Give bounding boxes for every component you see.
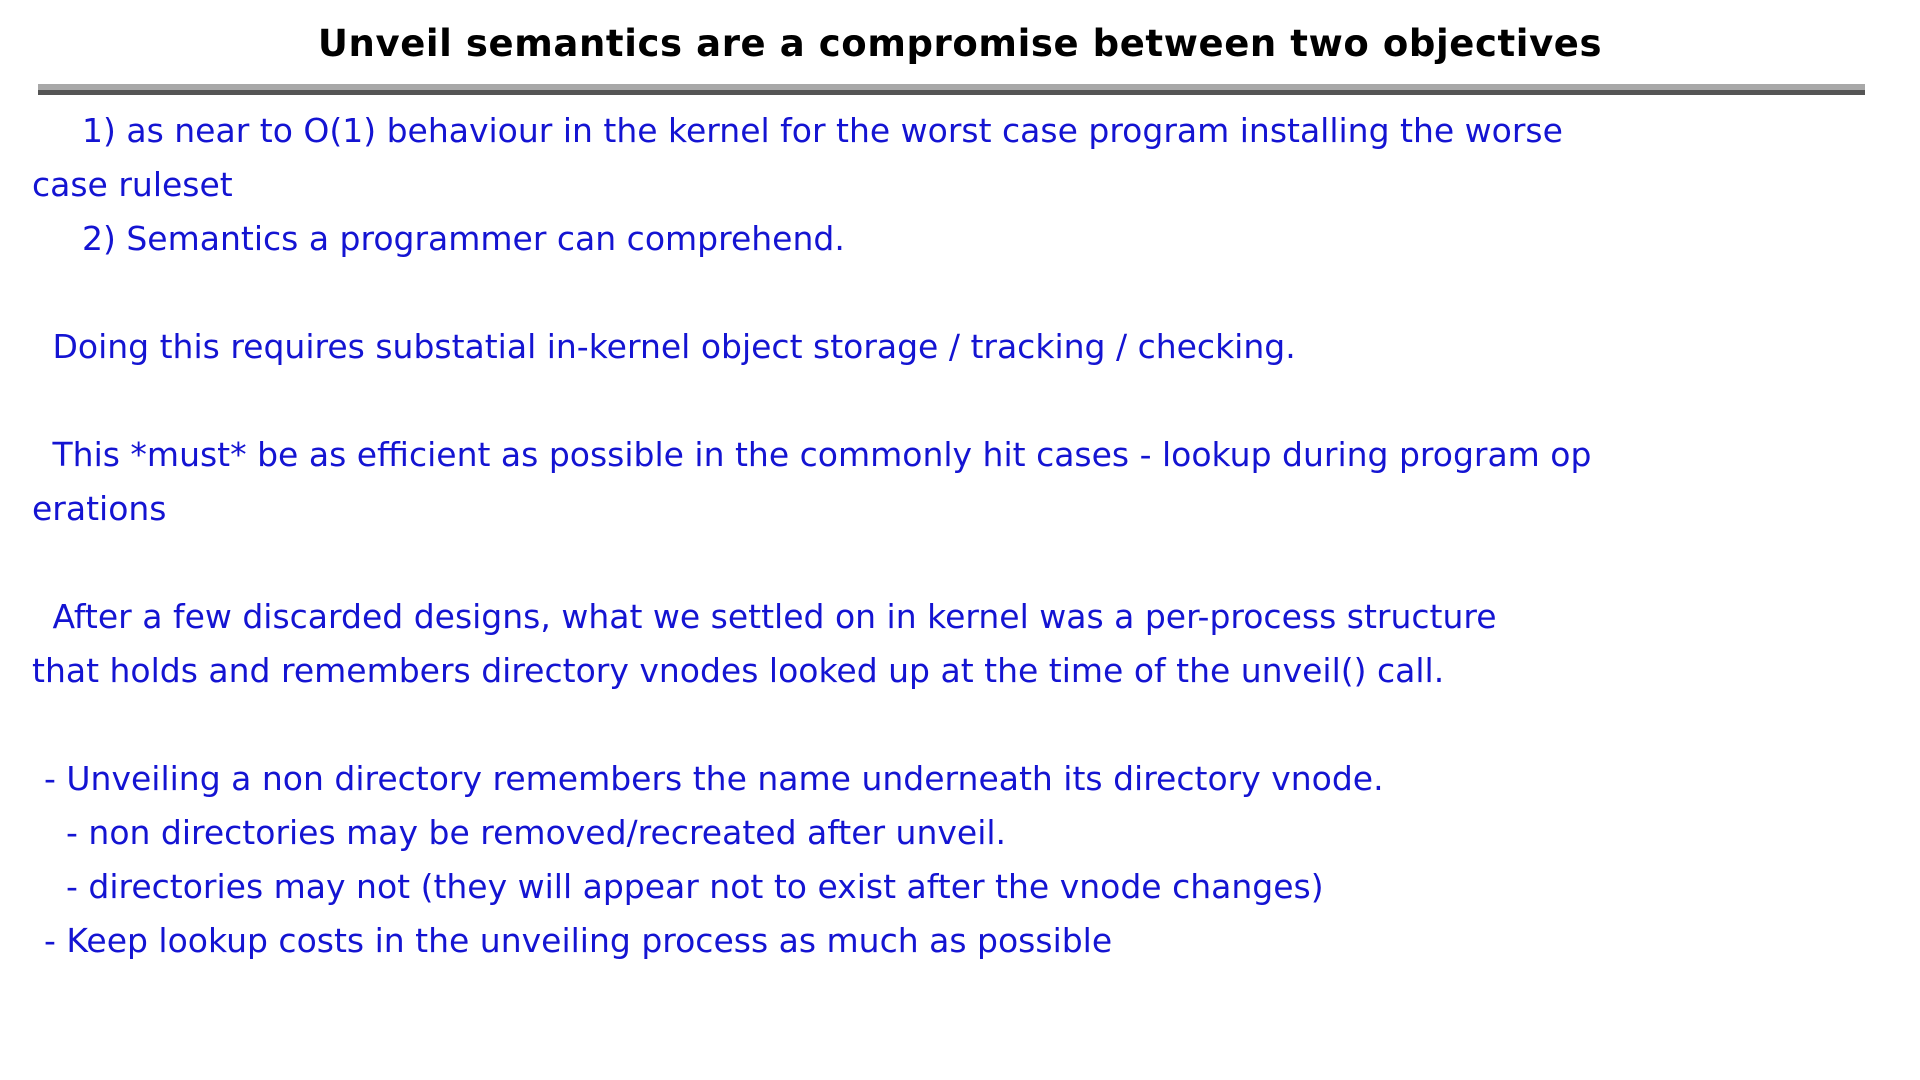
rule-highlight	[38, 84, 1865, 90]
objective-1-line: 1) as near to O(1) behaviour in the kern…	[82, 111, 1563, 150]
paragraph-efficient-wrap: erations	[32, 489, 167, 528]
objective-1-wrap-line: case ruleset	[32, 165, 233, 204]
slide-body: 1) as near to O(1) behaviour in the kern…	[32, 104, 1888, 968]
title-separator-rule	[38, 84, 1865, 95]
blank-line-1	[32, 266, 1888, 320]
blank-line-4	[32, 698, 1888, 752]
bullet-keep-lookup-costs: - Keep lookup costs in the unveiling pro…	[44, 921, 1113, 960]
paragraph-design: After a few discarded designs, what we s…	[42, 597, 1497, 636]
paragraph-design-wrap: that holds and remembers directory vnode…	[32, 651, 1445, 690]
paragraph-efficient: This *must* be as efficient as possible …	[42, 435, 1592, 474]
bullet-unveiling-non-directory: - Unveiling a non directory remembers th…	[44, 759, 1384, 798]
blank-line-3	[32, 536, 1888, 590]
subbullet-non-directories-removed: - non directories may be removed/recreat…	[66, 813, 1007, 852]
paragraph-storage: Doing this requires substatial in-kernel…	[42, 327, 1296, 366]
subbullet-directories-may-not: - directories may not (they will appear …	[66, 867, 1324, 906]
blank-line-2	[32, 374, 1888, 428]
page-title: Unveil semantics are a compromise betwee…	[317, 22, 1603, 65]
objective-2-line: 2) Semantics a programmer can comprehend…	[82, 219, 845, 258]
rule-shadow	[38, 90, 1865, 95]
